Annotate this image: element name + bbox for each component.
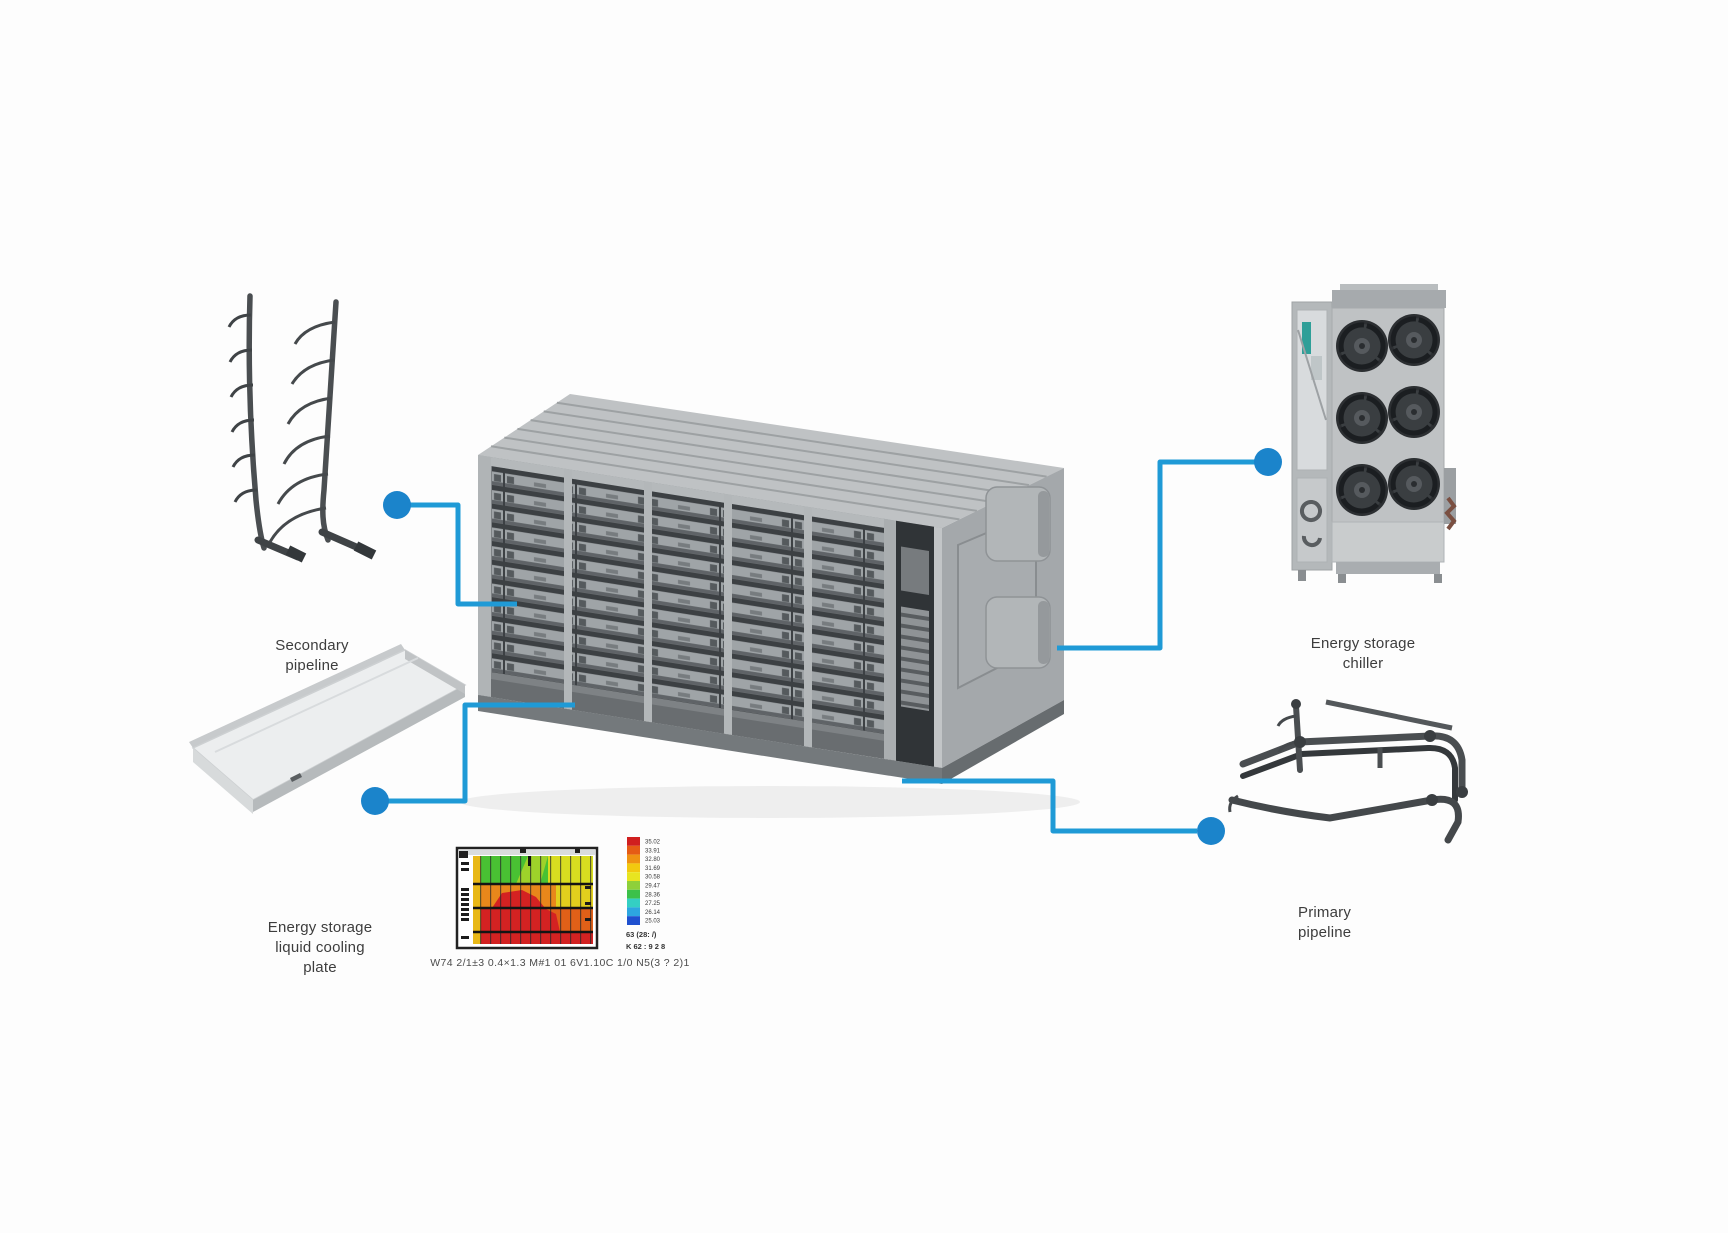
colorbar-segment (627, 872, 640, 881)
chiller-illustration (1291, 284, 1457, 583)
colorbar-tick-label: 28.36 (645, 892, 661, 898)
connector-dot-primary-pipeline (1197, 817, 1225, 845)
heatmap-axis-marks (461, 862, 591, 939)
label-secondary-pipeline: Secondary pipeline (232, 636, 392, 676)
connector-line-secondary-pipeline (400, 502, 517, 607)
colorbar-segment (627, 837, 640, 846)
container-duct-upper (985, 486, 1051, 562)
label-line: chiller (1342, 654, 1384, 672)
secondary-pipeline-illustration (227, 293, 377, 563)
connector-line-primary-pipeline (902, 778, 1197, 834)
colorbar-segment (627, 854, 640, 864)
connector-line-chiller (1057, 459, 1265, 651)
connector-dot-cooling-plate (361, 787, 389, 815)
label-line: plate (303, 958, 337, 976)
battery-rack-bay (652, 491, 724, 709)
colorbar-segment (627, 916, 640, 925)
connector-line-cooling-plate (378, 702, 575, 804)
label-line: Energy storage (1310, 635, 1416, 652)
battery-container-illustration (460, 394, 1080, 818)
label-line: Secondary (275, 637, 349, 654)
colorbar-title-line2: K 62 : 9 2 8 (626, 942, 665, 951)
label-line: pipeline (1298, 923, 1352, 941)
thermal-heatmap (455, 846, 599, 950)
connector-dot-secondary-pipeline (383, 491, 411, 519)
colorbar-segment (627, 863, 640, 873)
battery-rack-bay (492, 466, 564, 684)
colorbar-segment (627, 881, 640, 890)
colorbar-segment (627, 907, 640, 917)
callout-connectors (361, 448, 1282, 845)
colorbar-tick-label: 25.03 (645, 919, 661, 925)
colorbar-tick-label: 27.25 (645, 901, 661, 907)
colorbar-tick-label: 33.91 (645, 848, 661, 854)
colorbar-tick-label: 31.69 (645, 866, 661, 872)
label-primary-pipeline: Primary pipeline (1298, 903, 1418, 943)
label-line: liquid cooling (275, 938, 365, 956)
colorbar-tick-label: 35.02 (645, 840, 661, 846)
heatmap-caption: W74 2/1±3 0.4×1.3 M#1 01 6V1.10C 1/0 N5(… (430, 957, 690, 969)
label-chiller: Energy storage chiller (1283, 634, 1443, 674)
battery-rack-bay (812, 516, 884, 734)
label-line: pipeline (285, 656, 339, 674)
liquid-cooling-plate-illustration (189, 644, 467, 814)
label-line: Energy storage (267, 919, 373, 936)
battery-rack-bay (572, 478, 644, 697)
label-line: Primary (1298, 904, 1352, 921)
label-liquid-cooling-plate: Energy storage liquid cooling plate (240, 918, 400, 977)
primary-pipeline-illustration (1228, 699, 1468, 844)
colorbar-tick-label: 26.14 (645, 910, 661, 916)
colorbar-tick-label: 32.80 (645, 857, 661, 863)
colorbar-segment (627, 898, 640, 908)
container-shadow (460, 786, 1080, 818)
container-vent-grille (901, 606, 929, 711)
colorbar-segment (627, 845, 640, 855)
colorbar-tick-label: 30.58 (645, 875, 661, 881)
colorbar-segment (627, 889, 640, 899)
heatmap-colorbar: 35.02 33.91 32.80 31.69 30.58 29.47 28.3… (626, 837, 665, 951)
container-base (478, 695, 942, 784)
colorbar-title-line1: 63 (28: /) (626, 930, 657, 939)
battery-rack-bay (732, 503, 804, 722)
colorbar-tick-label: 29.47 (645, 884, 661, 890)
container-front-face (478, 454, 942, 768)
container-duct-lower (985, 596, 1051, 669)
connector-dot-chiller (1254, 448, 1282, 476)
container-roof (478, 394, 1064, 528)
